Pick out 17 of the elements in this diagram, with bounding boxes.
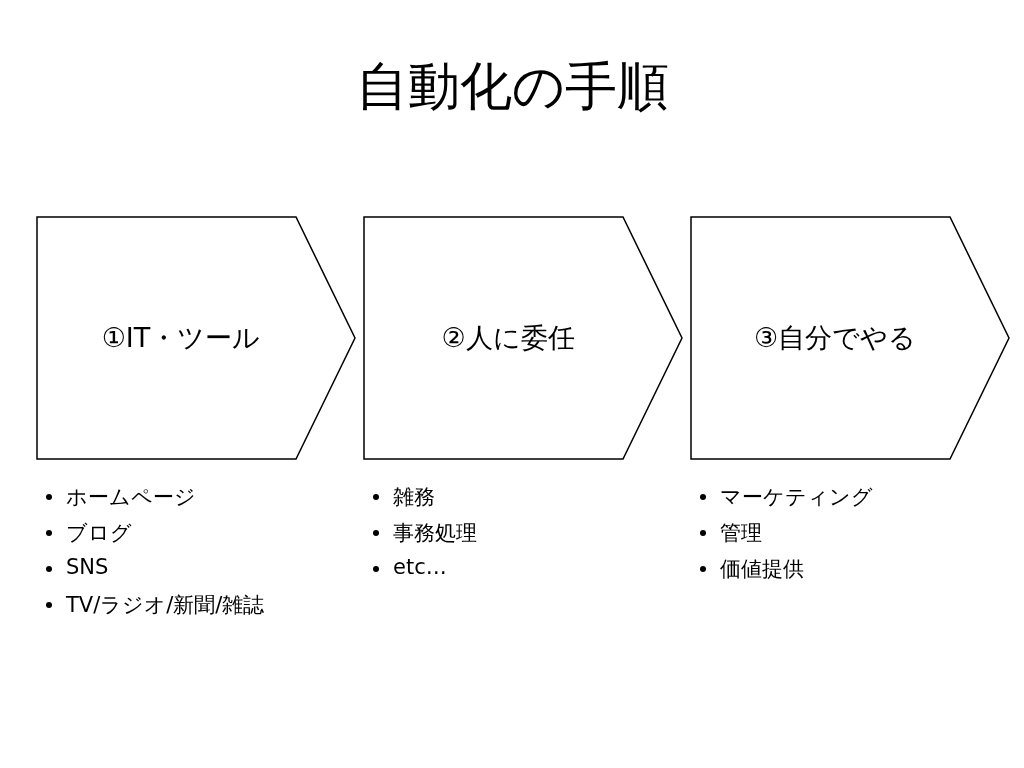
list-item: TV/ラジオ/新聞/雑誌	[66, 592, 265, 619]
list-item: 価値提供	[720, 556, 804, 583]
list-item: 管理	[720, 520, 762, 547]
step-label: ③自分でやる	[753, 321, 917, 355]
list-item: 事務処理	[393, 520, 477, 547]
list-item: ブログ	[66, 520, 132, 547]
list-item: マーケティング	[720, 484, 873, 511]
chevron-shape	[363, 216, 683, 460]
list-item: etc…	[393, 555, 447, 579]
step-label: ①IT・ツール	[101, 321, 261, 355]
chevron-shape	[690, 216, 1010, 460]
list-item: ホームページ	[66, 484, 196, 511]
step-label: ②人に委任	[441, 321, 575, 355]
list-item: SNS	[66, 555, 109, 579]
diagram-title: 自動化の手順	[354, 55, 670, 118]
list-item: 雑務	[393, 484, 435, 511]
chevron-shape	[36, 216, 356, 460]
